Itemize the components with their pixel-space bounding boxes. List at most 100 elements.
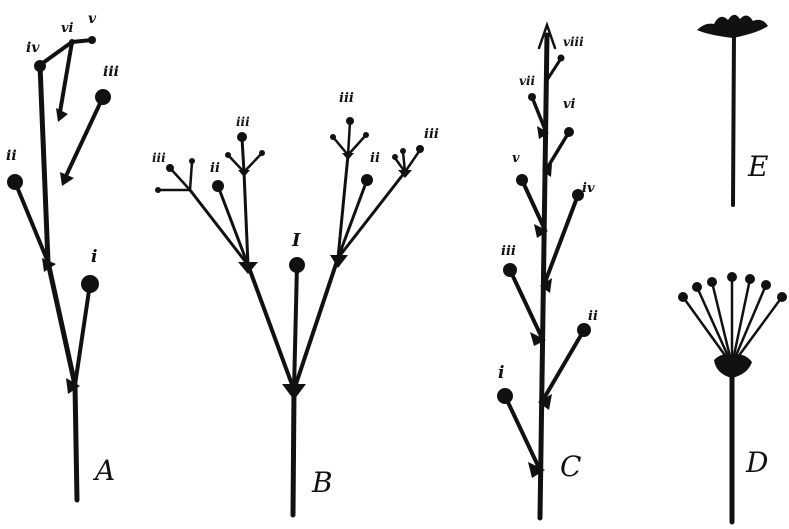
panel-b-ray	[170, 168, 190, 190]
panel-a-label-v: v	[88, 11, 97, 27]
panel-d-flower	[777, 292, 787, 302]
panel-b-flower	[363, 132, 369, 138]
panel-a-flower-iii	[95, 89, 111, 105]
panel-b-bract	[342, 153, 354, 160]
panel-b-flower	[416, 145, 424, 153]
panel-b-flower	[400, 148, 406, 154]
panel-b-flower	[330, 134, 336, 140]
panel-b-label-i: I	[291, 230, 301, 251]
panel-b-label-ii-left: ii	[210, 161, 220, 176]
panel-a-label-iv: iv	[26, 40, 40, 56]
panel-b-flower	[155, 187, 161, 193]
panel-c-label-ii: ii	[588, 309, 598, 324]
panel-c-label-vi: vi	[563, 97, 576, 112]
panel-c-letter: C	[560, 450, 581, 483]
panel-b-ray	[190, 162, 192, 190]
panel-b-left-ii	[218, 186, 248, 265]
panel-b: I ii ii iii iii iii iii B	[152, 91, 439, 515]
panel-b-left-to-iii	[190, 190, 248, 265]
panel-a-flower-i	[81, 275, 99, 293]
panel-d-involucre	[714, 354, 752, 378]
panel-a-flower-iv	[34, 60, 46, 72]
panel-b-ray	[348, 122, 350, 155]
panel-b-flower-ii-right	[361, 174, 373, 186]
panel-c-label-v: v	[512, 151, 520, 166]
panel-d-flower	[761, 280, 771, 290]
panel-d-flower	[727, 272, 737, 282]
panel-d-flower	[745, 274, 755, 284]
panel-c-label-viii: viii	[563, 35, 584, 49]
panel-b-bract	[238, 262, 258, 274]
panel-b-flower-ii-left	[212, 180, 224, 192]
panel-b-letter: B	[311, 466, 333, 499]
panel-e-stem	[733, 32, 734, 205]
panel-c-label-iii: iii	[501, 244, 516, 259]
panel-e-letter: E	[747, 150, 768, 183]
panel-b-top-stalk	[242, 138, 244, 172]
panel-c-flower-ii	[577, 323, 591, 337]
panel-a: i ii iii iv v vi A	[6, 11, 119, 500]
panel-a-label-i: i	[91, 247, 97, 267]
panel-c-label-vii: vii	[519, 74, 536, 88]
panel-e: E	[697, 15, 768, 205]
panel-e-flower-head	[697, 15, 768, 38]
panel-c: i ii iii iv v vi vii viii C	[497, 25, 598, 518]
panel-d-flower	[707, 277, 717, 287]
panel-b-left-branch	[248, 265, 294, 390]
panel-b-flower-i	[289, 257, 305, 273]
panel-b-ray	[405, 150, 420, 172]
panel-b-ray	[244, 153, 262, 172]
panel-b-ray	[228, 155, 244, 172]
panel-c-flower-iii	[503, 263, 517, 277]
panel-c-flower-v	[516, 174, 528, 186]
panel-b-label-iii-3: iii	[339, 91, 354, 106]
panel-b-label-iii-4: iii	[424, 127, 439, 142]
panel-b-right-to-iii	[338, 172, 405, 258]
panel-c-flower-vii	[528, 93, 536, 101]
panel-a-branch-iii	[66, 97, 103, 176]
panel-a-main-axis	[40, 65, 77, 500]
panel-b-flower	[346, 117, 354, 125]
panel-a-flower-vi	[69, 39, 75, 45]
panel-b-right-branch	[294, 258, 338, 390]
panel-b-left-to-iii-top	[244, 172, 248, 265]
panel-b-flower	[166, 164, 174, 172]
panel-d-flower	[692, 282, 702, 292]
panel-c-label-iv: iv	[582, 181, 595, 196]
panel-b-label-iii-1: iii	[152, 151, 166, 165]
panel-b-main-axis	[293, 390, 294, 515]
panel-a-letter: A	[92, 454, 115, 487]
panel-b-bract	[238, 170, 250, 177]
panel-b-flower	[237, 132, 247, 142]
panel-d-flower	[678, 292, 688, 302]
panel-b-bract	[282, 384, 306, 400]
panel-d: D	[678, 272, 787, 522]
panel-c-label-i: i	[498, 363, 504, 383]
panel-b-ray	[333, 137, 348, 155]
panel-c-branch-iv	[544, 195, 578, 285]
panel-c-flower-viii	[558, 55, 565, 62]
panel-b-ray	[348, 135, 366, 155]
panel-c-branch-vi	[546, 132, 569, 170]
panel-b-bract	[330, 255, 348, 268]
panel-a-label-iii: iii	[103, 64, 119, 80]
panel-d-letter: D	[745, 446, 768, 479]
panel-a-flower-v	[88, 36, 96, 44]
panel-c-branch-v	[522, 180, 545, 230]
panel-c-flower-i	[497, 388, 513, 404]
panel-a-branch-vi	[60, 42, 72, 112]
panel-a-label-vi: vi	[61, 21, 74, 36]
panel-b-branch-i	[294, 265, 297, 390]
panel-b-label-ii-right: ii	[370, 151, 380, 166]
panel-a-label-ii: ii	[6, 148, 17, 164]
panel-b-flower	[225, 152, 231, 158]
panel-a-branch-i	[75, 284, 90, 385]
panel-c-flower-vi	[564, 127, 574, 137]
panel-c-branch-ii	[543, 330, 584, 400]
panel-b-flower	[392, 154, 398, 160]
panel-b-flower	[259, 150, 265, 156]
panel-c-branch-iii	[510, 270, 542, 338]
panel-b-flower	[189, 158, 195, 164]
panel-c-branch-i	[505, 396, 540, 470]
